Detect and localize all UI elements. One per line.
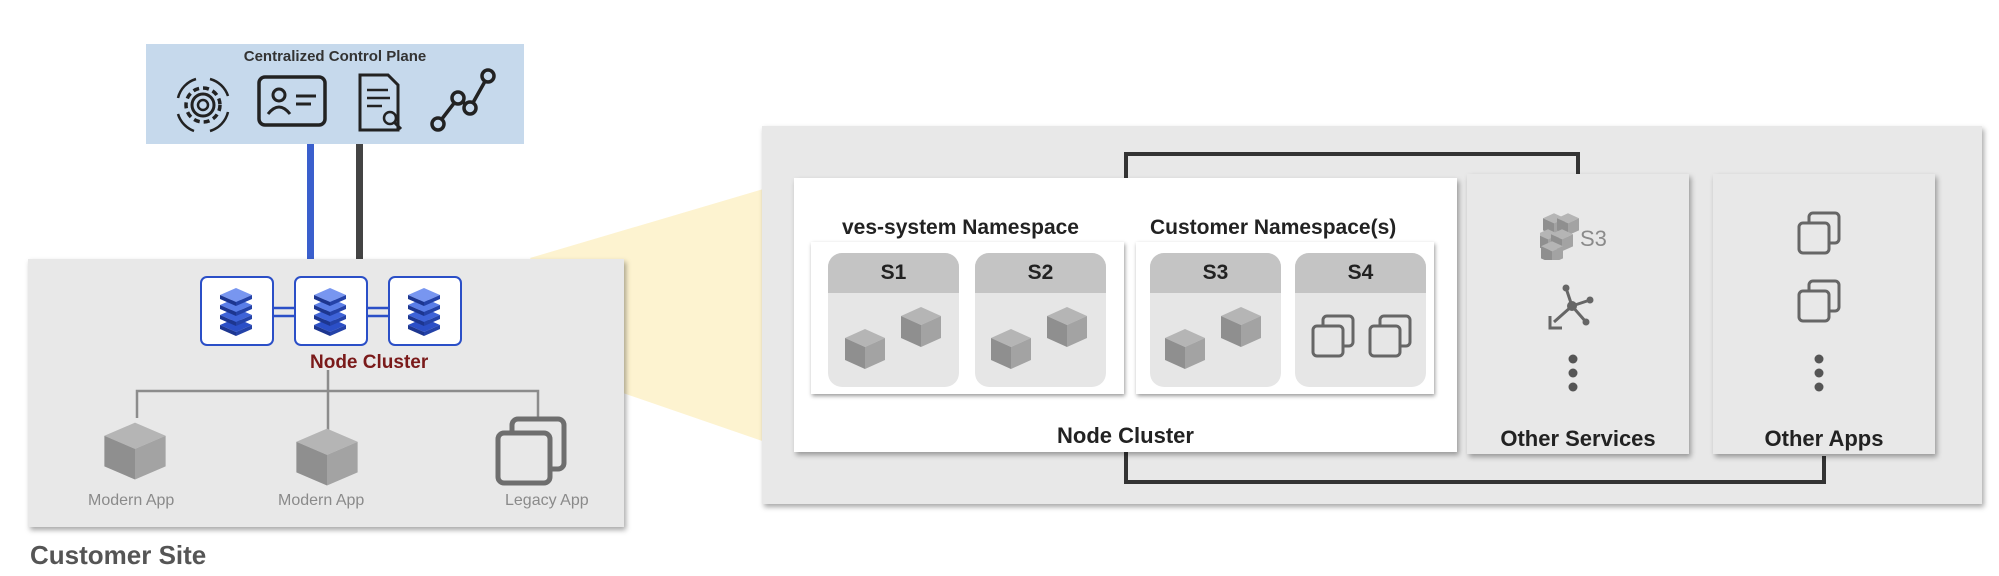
network-hub-icon xyxy=(1548,284,1594,330)
node-cluster-label: Node Cluster xyxy=(310,352,429,373)
document-search-icon xyxy=(358,73,403,132)
cube-icon xyxy=(1047,307,1087,347)
other-apps-label: Other Apps xyxy=(1764,426,1884,451)
service-label: S1 xyxy=(828,253,959,293)
window-stack-icon xyxy=(1368,314,1412,358)
window-stack-icon xyxy=(1797,211,1841,255)
cube-icon xyxy=(901,307,941,347)
service-card: S4 xyxy=(1295,253,1426,387)
cube-icon xyxy=(1165,329,1205,369)
app-label: Modern App xyxy=(278,492,365,509)
service-label: S3 xyxy=(1150,253,1281,293)
window-stack-icon xyxy=(1311,314,1355,358)
app-label: Legacy App xyxy=(505,492,589,509)
blue-connector xyxy=(307,144,314,259)
other-services-label: Other Services xyxy=(1500,426,1656,451)
cube-icon xyxy=(1221,307,1261,347)
cube-icon xyxy=(991,329,1031,369)
window-stack-icon xyxy=(495,416,567,486)
cube-icon xyxy=(296,428,358,486)
customer-site-label: Customer Site xyxy=(30,540,207,570)
cube-icon xyxy=(845,329,885,369)
service-label: S4 xyxy=(1295,253,1426,293)
gear-sync-icon xyxy=(176,77,230,133)
id-card-icon xyxy=(257,75,327,127)
namespace-title: ves-system Namespace xyxy=(842,216,1079,239)
graph-nodes-icon xyxy=(430,68,496,132)
node-cluster-label: Node Cluster xyxy=(1057,423,1194,448)
namespace-title: Customer Namespace(s) xyxy=(1150,216,1397,239)
service-label: S2 xyxy=(975,253,1106,293)
more-vertical-icon xyxy=(1568,354,1578,392)
cube-icon xyxy=(104,422,166,480)
app-label: Modern App xyxy=(88,492,175,509)
gray-connector xyxy=(356,144,363,259)
s3-cubes-icon xyxy=(1540,213,1579,260)
more-vertical-icon xyxy=(1814,354,1824,392)
s3-label: S3 xyxy=(1580,226,1607,251)
control-plane-title: Centralized Control Plane xyxy=(243,48,427,65)
window-stack-icon xyxy=(1797,279,1841,323)
